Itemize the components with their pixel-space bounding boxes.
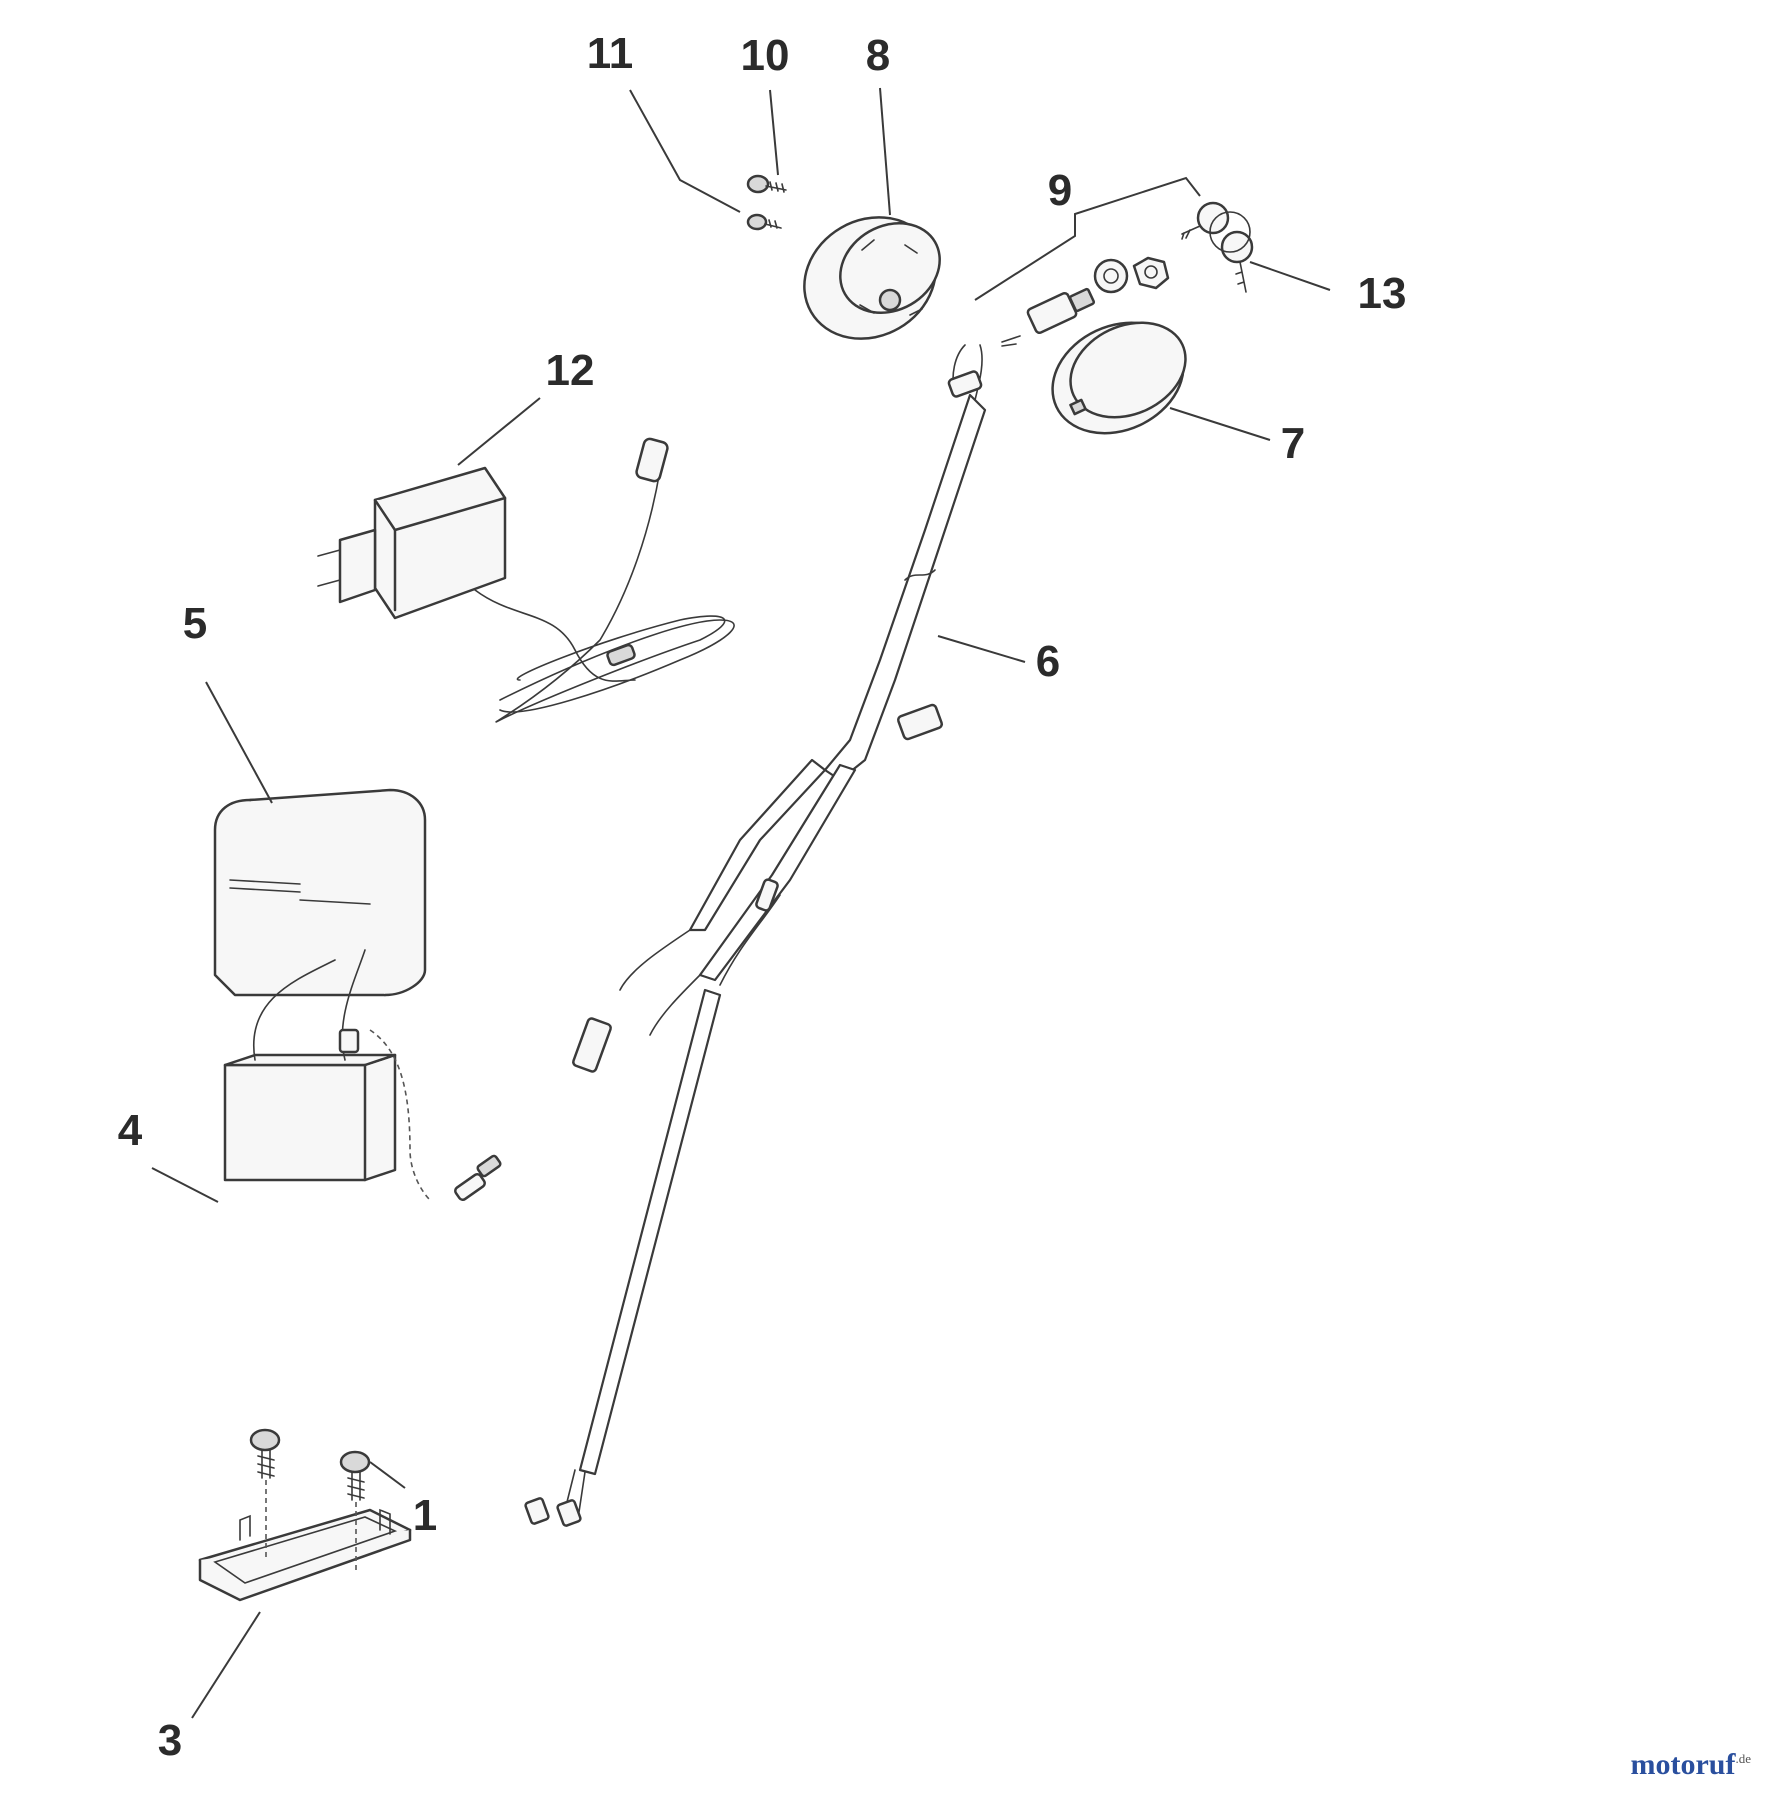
leader-3 — [191, 1611, 261, 1719]
part-9-ignition-switch — [1001, 256, 1170, 347]
part-5-battery-cover — [213, 788, 427, 997]
part-4-battery — [223, 949, 502, 1202]
part-13-keys — [1181, 201, 1254, 293]
part-11-screw — [746, 213, 782, 231]
callout-11: 11 — [587, 29, 634, 78]
part-7-cap — [1051, 321, 1187, 435]
watermark-brand: motoruf — [1630, 1748, 1736, 1781]
leader-1 — [369, 1461, 406, 1489]
callout-7: 7 — [1281, 419, 1305, 468]
leader-11 — [629, 89, 741, 213]
leader-7 — [1169, 407, 1271, 441]
callout-5: 5 — [183, 599, 207, 648]
callout-12: 12 — [546, 346, 595, 395]
leader-8 — [879, 87, 891, 216]
leader-5 — [205, 681, 273, 804]
callout-8: 8 — [866, 31, 890, 80]
callout-13: 13 — [1358, 269, 1407, 318]
leader-6 — [937, 635, 1026, 663]
part-12-charger — [317, 437, 735, 723]
part-8-switch-housing — [803, 216, 941, 340]
leader-12 — [457, 397, 541, 466]
leader-10 — [769, 89, 779, 176]
leader-4 — [151, 1167, 219, 1203]
callout-9: 9 — [1048, 166, 1072, 215]
callout-3: 3 — [158, 1716, 182, 1765]
leader-9 — [974, 176, 1201, 301]
part-10-screw — [746, 174, 787, 194]
watermark-tld: .de — [1735, 1751, 1751, 1766]
leader-13 — [1249, 261, 1331, 291]
part-6-cable-harness — [524, 344, 987, 1527]
callout-labels: 1 3 4 5 6 7 8 9 10 11 12 13 — [118, 29, 1407, 1765]
leader-lines — [151, 87, 1331, 1719]
watermark-logo: motoruf.de — [1630, 1748, 1751, 1782]
callout-4: 4 — [118, 1106, 143, 1155]
callout-10: 10 — [741, 31, 790, 80]
part-3-battery-tray — [198, 1508, 412, 1602]
callout-1: 1 — [413, 1491, 437, 1540]
part-1-screws — [249, 1428, 371, 1572]
callout-6: 6 — [1036, 637, 1060, 686]
